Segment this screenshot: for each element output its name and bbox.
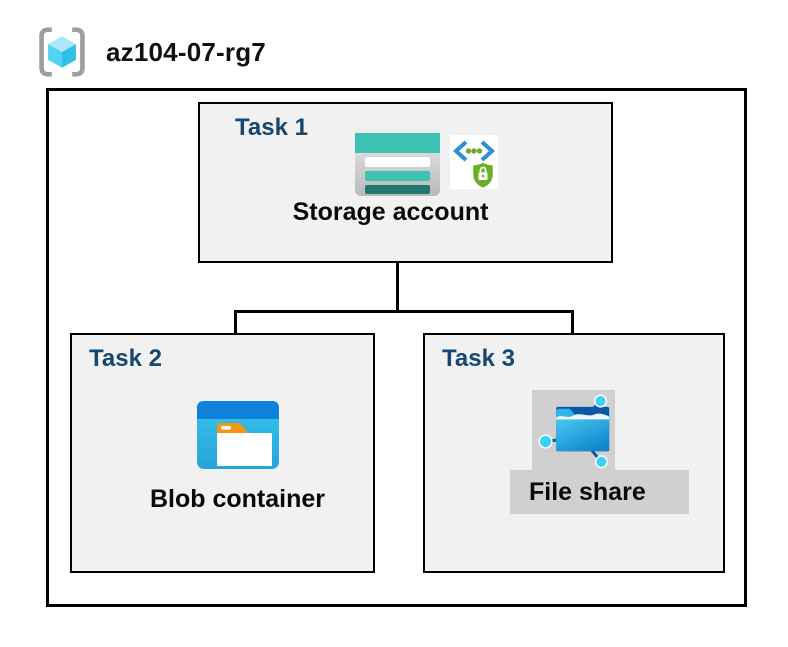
storage-account-icon [355, 126, 440, 196]
file-share-label: File share [529, 477, 646, 506]
task1-label: Task 1 [235, 114, 308, 141]
connector-horizontal [234, 310, 574, 313]
file-share-label-highlight: File share [510, 470, 689, 514]
blob-container-icon [197, 401, 279, 469]
secure-access-sas-icon [450, 135, 498, 189]
resource-group-icon [39, 27, 85, 77]
task2-box: Task 2 Blob container [70, 333, 375, 573]
resource-group-header: az104-07-rg7 [36, 24, 266, 80]
file-share-icon [538, 394, 610, 469]
connector-storage-down [396, 232, 399, 313]
task3-box: Task 3 File share [423, 333, 725, 573]
task2-label: Task 2 [89, 345, 162, 372]
task3-label: Task 3 [442, 345, 515, 372]
task1-box: Task 1 Storage account [198, 102, 613, 263]
file-share-icon-highlight [532, 390, 615, 470]
blob-container-label: Blob container [149, 485, 325, 513]
storage-account-label: Storage account [292, 198, 489, 226]
resource-group-name: az104-07-rg7 [106, 36, 266, 67]
